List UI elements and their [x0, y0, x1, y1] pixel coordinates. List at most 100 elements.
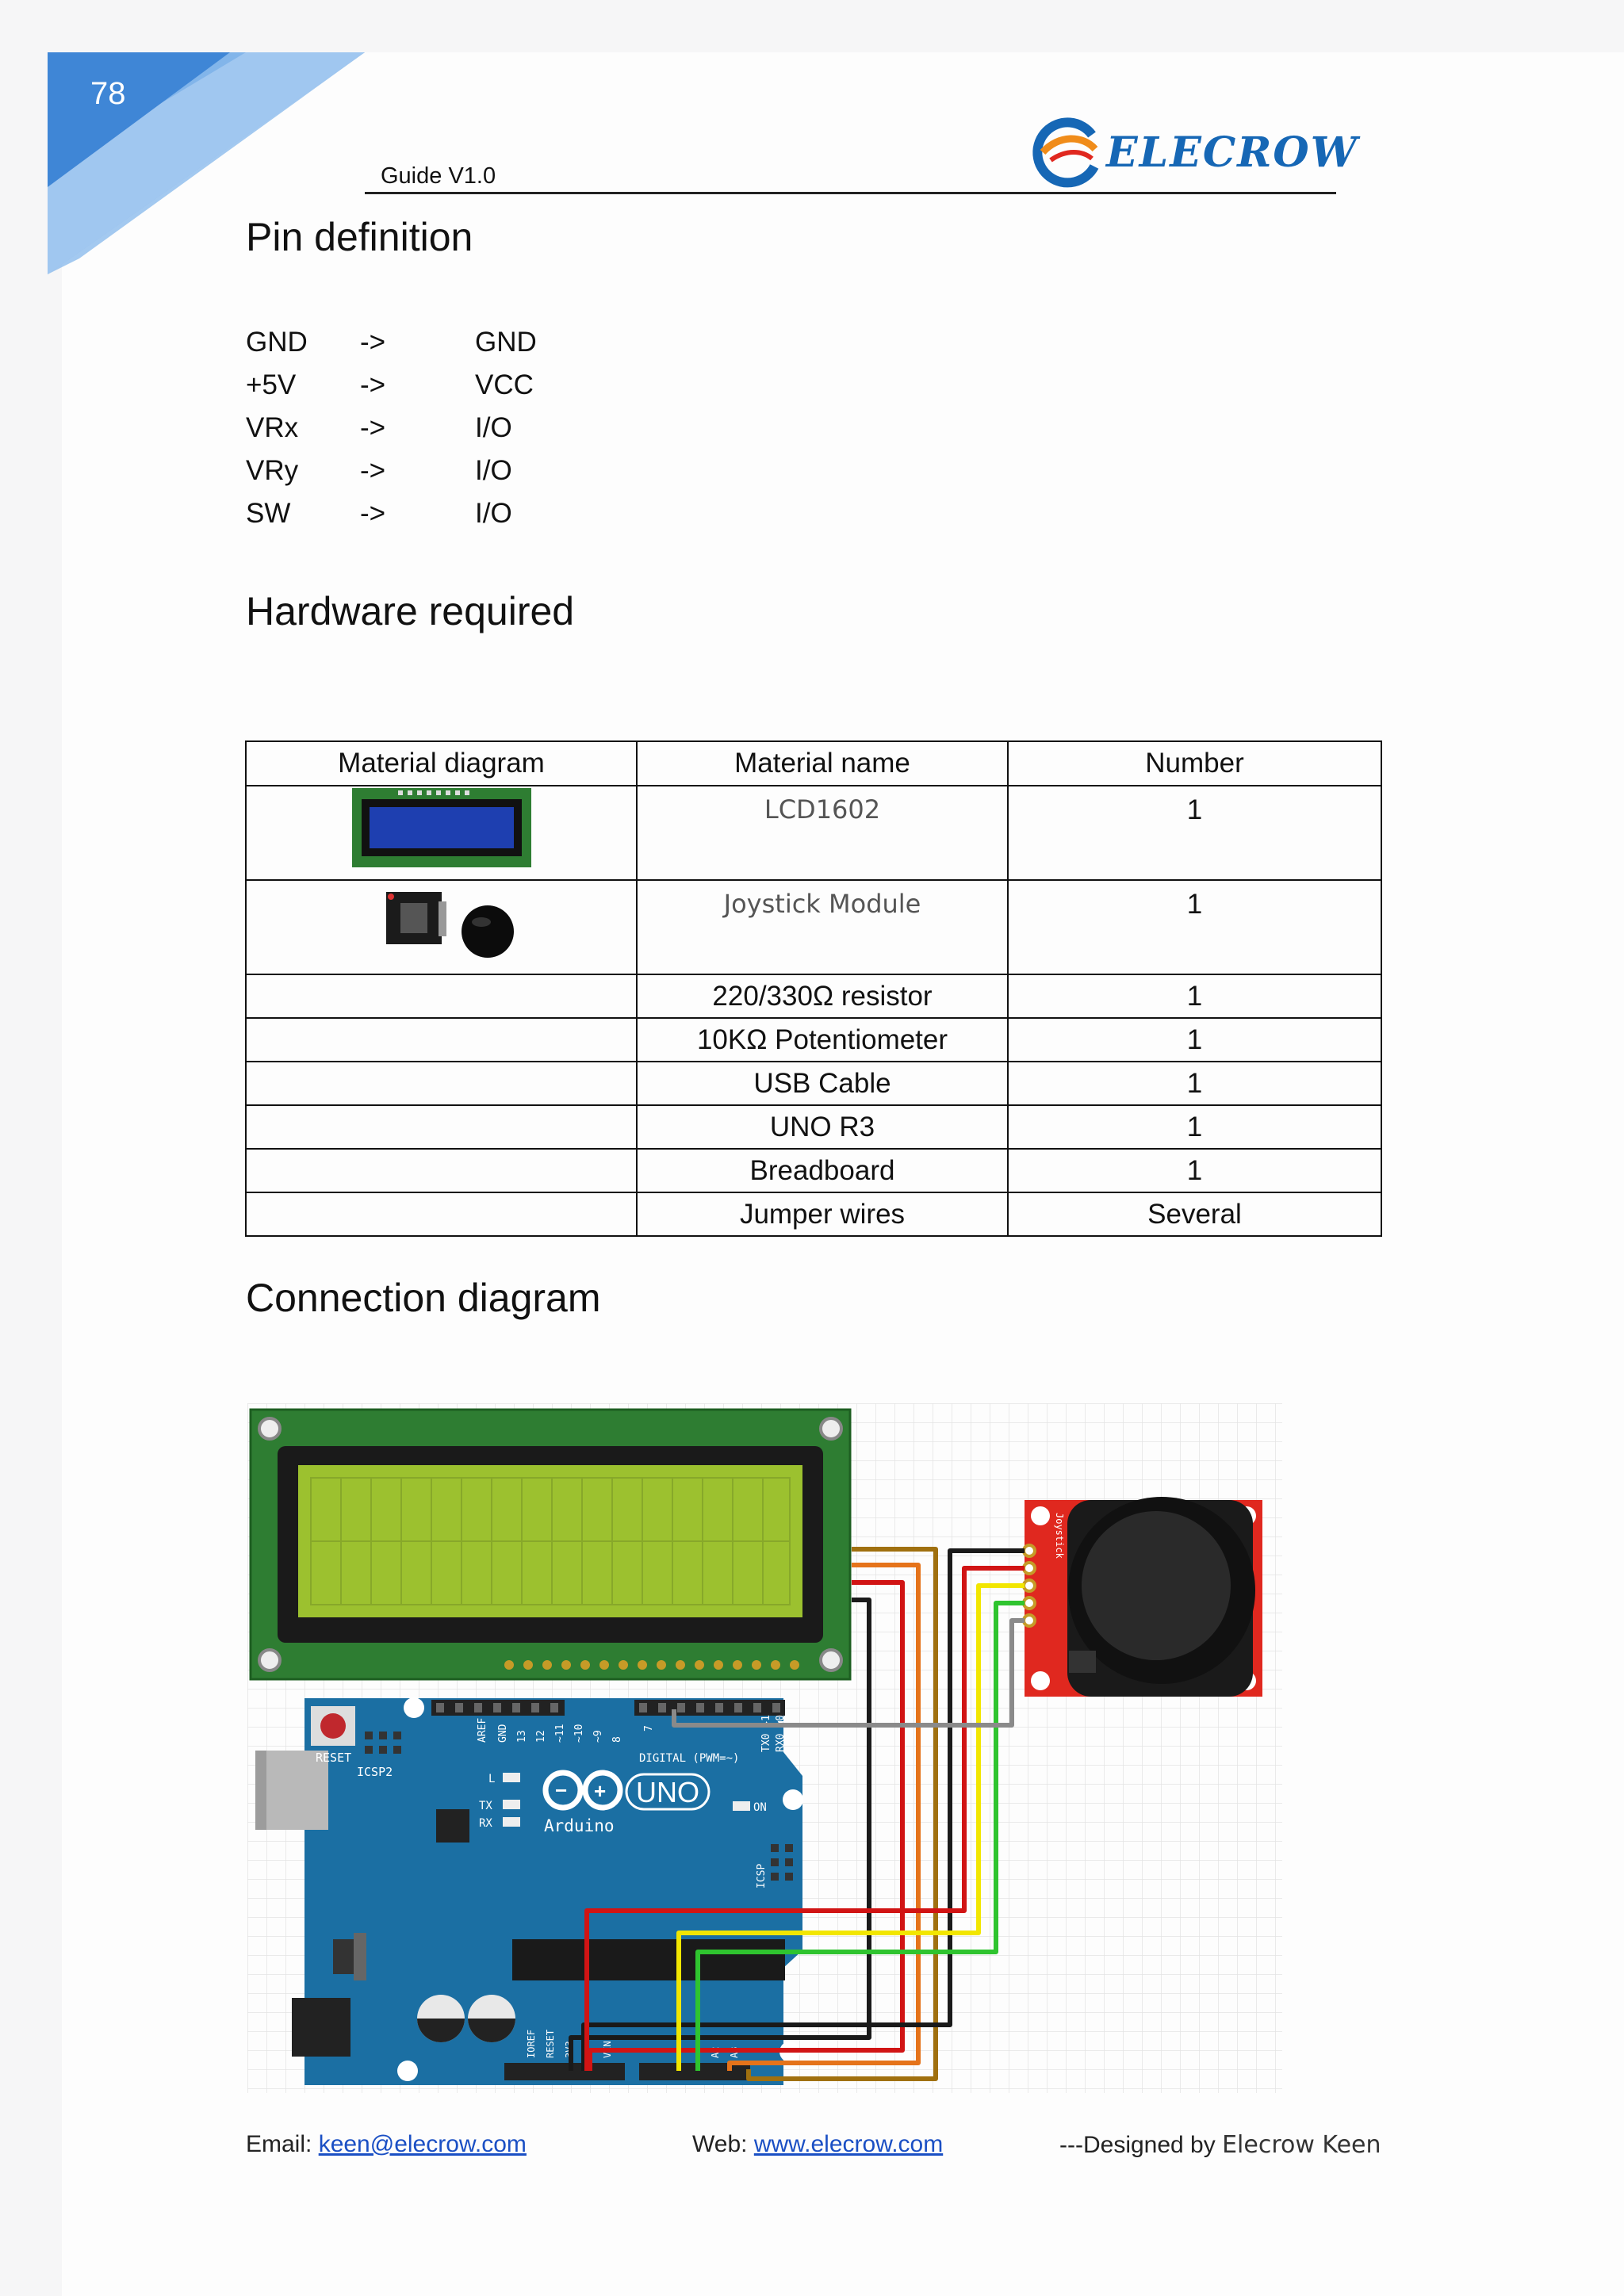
footer-web: Web: www.elecrow.com	[692, 2131, 943, 2158]
header-divider	[365, 192, 1336, 194]
wire-gray	[672, 1618, 1025, 1728]
tx-led-label: TX	[479, 1800, 492, 1812]
gnd-label: GND	[497, 1724, 509, 1743]
lcd1602-image	[351, 788, 531, 867]
joystick-module-image	[385, 892, 514, 958]
pin-arrow: ->	[360, 412, 386, 443]
table-cell-number: 1	[1007, 1148, 1382, 1193]
pin-name: SW	[246, 498, 291, 529]
table-cell-name: LCD1602	[636, 785, 1009, 881]
lcd-thumbnail-cell	[245, 785, 638, 881]
reset-button	[320, 1713, 346, 1739]
web-link[interactable]: www.elecrow.com	[753, 2131, 944, 2157]
designed-prefix: ---Designed by	[1059, 2132, 1223, 2158]
table-cell-number: 1	[1007, 974, 1382, 1019]
connection-diagram-heading: Connection diagram	[246, 1276, 601, 1320]
wire-black-lcd	[569, 1598, 871, 2071]
rx-led-label: RX	[479, 1817, 492, 1830]
power-jack	[292, 1998, 350, 2057]
pin-arrow: ->	[360, 498, 386, 529]
table-row: USB Cable 1	[245, 1061, 1382, 1106]
rxo-label: RX0 ◀0	[775, 1715, 787, 1752]
pin-arrow: ->	[360, 327, 386, 358]
pin-label: ~10	[573, 1724, 585, 1743]
power-pin-label: RESET	[545, 2030, 556, 2058]
txo-label: TX0 ▶1	[760, 1715, 772, 1752]
digital-label: DIGITAL (PWM=~)	[639, 1752, 739, 1765]
connection-diagram: RESET ICSP2 AREF GND 13 12 ~11 ~10 ~9 8 …	[247, 1403, 1282, 2093]
l-led-label: L	[488, 1773, 495, 1785]
header-material-name: Material name	[636, 740, 1009, 786]
table-cell-diagram	[245, 1017, 638, 1062]
table-cell-number: 1	[1007, 1061, 1382, 1106]
table-row: Joystick Module 1	[245, 879, 1382, 975]
pin-arrow: ->	[360, 455, 386, 486]
wire-orange	[727, 1563, 921, 2071]
arduino-brand-label: Arduino	[544, 1816, 615, 1835]
wire-brown	[746, 1547, 938, 2081]
table-row: 10KΩ Potentiometer 1	[245, 1017, 1382, 1062]
table-cell-name: USB Cable	[636, 1061, 1009, 1106]
table-cell-diagram	[245, 1061, 638, 1106]
icsp-label: ICSP	[756, 1864, 768, 1888]
table-cell-diagram	[245, 1192, 638, 1237]
table-row: Breadboard 1	[245, 1148, 1382, 1193]
hardware-required-heading: Hardware required	[246, 589, 575, 633]
pin-name: +5V	[246, 369, 297, 400]
table-cell-number: 1	[1007, 879, 1382, 975]
email-label: Email:	[246, 2131, 319, 2157]
table-cell-name: 10KΩ Potentiometer	[636, 1017, 1009, 1062]
table-cell-name: 220/330Ω resistor	[636, 974, 1009, 1019]
wire-yellow	[676, 1583, 1025, 2071]
guide-version: Guide V1.0	[381, 163, 496, 189]
aref-label: AREF	[477, 1718, 488, 1743]
header-material-diagram: Material diagram	[245, 740, 638, 786]
table-row: LCD1602 1	[245, 785, 1382, 881]
pin-label: 8	[611, 1736, 623, 1743]
table-row: UNO R3 1	[245, 1104, 1382, 1150]
uno-label: UNO	[636, 1776, 699, 1808]
header-number: Number	[1007, 740, 1382, 786]
joystick-module: Joystick	[1022, 1497, 1262, 1697]
pin-name: GND	[246, 327, 308, 358]
svg-text:+: +	[594, 1779, 606, 1803]
pin-target: VCC	[475, 369, 534, 400]
jumper-wires	[569, 1547, 1025, 2081]
joystick-label: Joystick	[1054, 1513, 1065, 1559]
power-pin-label: IOREF	[526, 2030, 537, 2058]
table-cell-diagram	[245, 974, 638, 1019]
page-number: 78	[90, 76, 126, 111]
atmega-chip	[512, 1939, 785, 1980]
joystick-thumbnail-cell	[245, 879, 638, 975]
elecrow-logo: ELECROW	[1027, 111, 1357, 190]
usb-port	[255, 1751, 328, 1830]
pin-target: I/O	[475, 412, 512, 443]
table-cell-name: Joystick Module	[636, 879, 1009, 975]
wire-red-joystick	[584, 1566, 1025, 2071]
lcd1602-module	[249, 1408, 852, 1681]
pin-label: 7	[643, 1725, 655, 1732]
table-cell-number: 1	[1007, 1104, 1382, 1150]
wire-red-lcd	[588, 1580, 905, 2071]
web-label: Web:	[692, 2131, 754, 2157]
pin-target: GND	[475, 327, 537, 358]
icsp2-label: ICSP2	[357, 1765, 393, 1779]
table-cell-number: 1	[1007, 785, 1382, 881]
table-row: 220/330Ω resistor 1	[245, 974, 1382, 1019]
designer-name: Elecrow Keen	[1222, 2131, 1381, 2159]
elecrow-logo-text: ELECROW	[1106, 128, 1359, 177]
pin-name: VRx	[246, 412, 299, 443]
on-led-label: ON	[753, 1801, 767, 1814]
table-cell-number: Several	[1007, 1192, 1382, 1237]
table-cell-name: Jumper wires	[636, 1192, 1009, 1237]
arduino-infinity-logo	[542, 1770, 623, 1811]
pin-label: 12	[535, 1730, 547, 1743]
pin-target: I/O	[475, 498, 512, 529]
wire-green	[695, 1601, 1025, 2071]
email-link[interactable]: keen@elecrow.com	[318, 2131, 527, 2157]
table-cell-diagram	[245, 1148, 638, 1193]
pin-label: ~9	[592, 1730, 604, 1743]
pin-label: 13	[516, 1730, 528, 1743]
corner-decoration	[48, 52, 365, 274]
footer-designed-by: ---Designed by Elecrow Keen	[1059, 2131, 1381, 2159]
